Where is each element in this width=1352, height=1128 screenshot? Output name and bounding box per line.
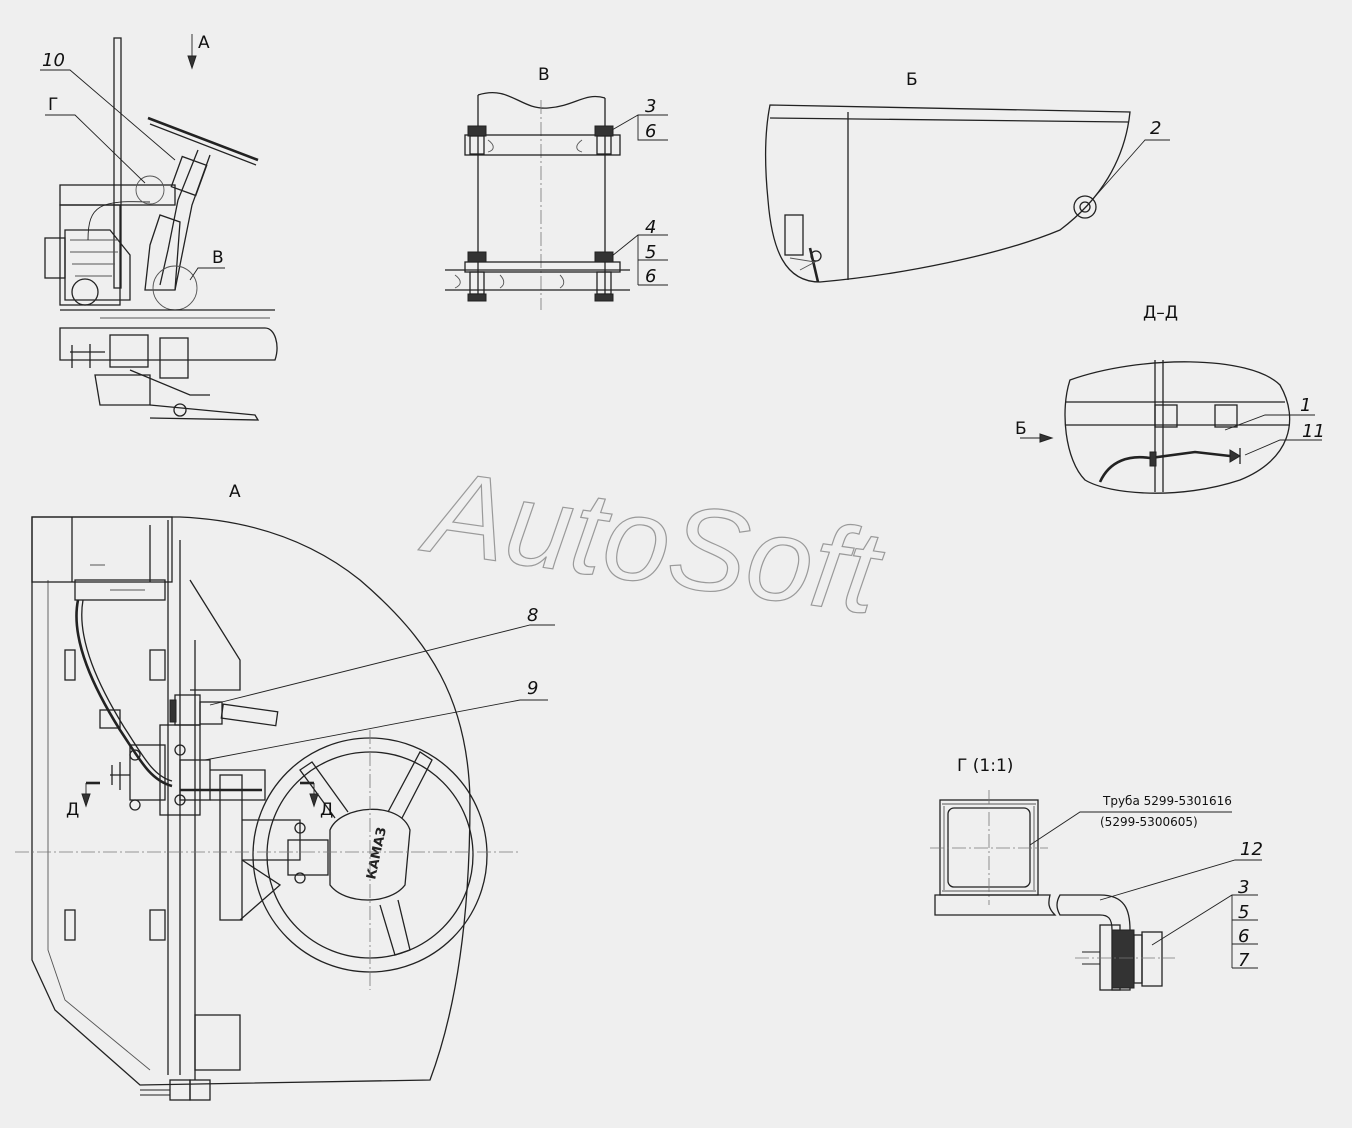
cable-harness (75, 599, 173, 788)
callout-v-leader (189, 267, 225, 281)
general-side-view: А 10 Г В (40, 33, 278, 421)
detail-g-title: Г (1:1) (957, 756, 1013, 776)
cable-11 (1098, 450, 1231, 483)
part-2-hole (1073, 195, 1097, 219)
callout-v: В (212, 248, 224, 268)
steering-wheel-rim-side (147, 116, 259, 162)
view-b: Б 2 (764, 70, 1170, 283)
view-arrow-a-label: А (198, 33, 210, 53)
view-b-title: Б (906, 70, 918, 90)
callout-11-dd: 11 (1302, 421, 1325, 442)
callout-1-dd: 1 (1300, 395, 1311, 416)
column-joint (170, 155, 208, 197)
steering-logo: КАМАЗ (364, 826, 390, 881)
callout-10: 10 (42, 50, 65, 71)
callout-4-5-6-leader (611, 234, 668, 286)
callout-3-7-leader (1151, 894, 1258, 969)
vertical-rod (113, 37, 122, 289)
tube-note-line1: Труба 5299-5301616 (1102, 794, 1232, 808)
column-boot (144, 214, 181, 291)
view-v: В 3 6 4 5 6 (445, 65, 668, 310)
detail-g-circle (135, 175, 165, 205)
upper-block (31, 516, 173, 583)
lower-clamp-bar (464, 261, 621, 273)
callout-9-leader (204, 699, 548, 761)
callout-5-g: 5 (1238, 902, 1249, 923)
callout-12-leader (1099, 859, 1262, 901)
bracket-12 (934, 894, 1057, 916)
upper-clamp-bar (464, 134, 621, 156)
section-d-d-title: Д–Д (1143, 303, 1178, 323)
valve-8 (174, 694, 201, 726)
steering-hub (329, 808, 411, 901)
callout-6-v-bot: 6 (645, 266, 656, 287)
section-d-d: Д–Д Б 1 11 (1015, 303, 1325, 494)
callout-2-leader (1091, 139, 1170, 201)
section-mark-left-label: Д (66, 800, 79, 820)
callout-8-leader (209, 624, 555, 706)
callout-3-g: 3 (1238, 877, 1249, 898)
watermark: AutoSoft (414, 445, 891, 640)
callout-8-a: 8 (527, 605, 538, 626)
tube-note-line2: (5299-5300605) (1100, 815, 1198, 829)
callout-g: Г (48, 95, 58, 115)
callout-10-leader (40, 69, 176, 161)
callout-6-v-top: 6 (645, 121, 656, 142)
frame-rail (59, 327, 278, 361)
callout-7-g: 7 (1238, 950, 1250, 971)
callout-5-v: 5 (645, 242, 656, 263)
callout-3-v: 3 (645, 96, 656, 117)
view-a-title: А (229, 482, 241, 502)
panel-outline (764, 104, 1131, 283)
callout-4-v: 4 (645, 217, 656, 238)
view-v-title: В (538, 65, 550, 85)
note-leader (1029, 811, 1232, 846)
callout-2-b: 2 (1150, 118, 1161, 139)
column-bracket (219, 774, 243, 921)
callout-3-6-leader (611, 114, 668, 141)
callout-6-g: 6 (1238, 926, 1249, 947)
callout-12-g: 12 (1240, 839, 1263, 860)
section-outline (1064, 361, 1291, 494)
cab-outline (31, 516, 471, 1086)
detail-g: Г (1:1) Труба 5299-5301616 (5299-5300605… (930, 756, 1263, 991)
callout-g-leader (45, 114, 146, 184)
tube-break-line (477, 92, 606, 109)
view-arrow-b-label: Б (1015, 419, 1027, 439)
pillars (167, 520, 196, 1080)
section-mark-right-label: Д (320, 800, 333, 820)
mechanism-wheel (71, 278, 99, 306)
callout-1-leader (1224, 414, 1315, 431)
mount-plate-9 (159, 724, 201, 816)
callout-9-a: 9 (527, 678, 538, 699)
callout-11-leader (1244, 439, 1322, 456)
